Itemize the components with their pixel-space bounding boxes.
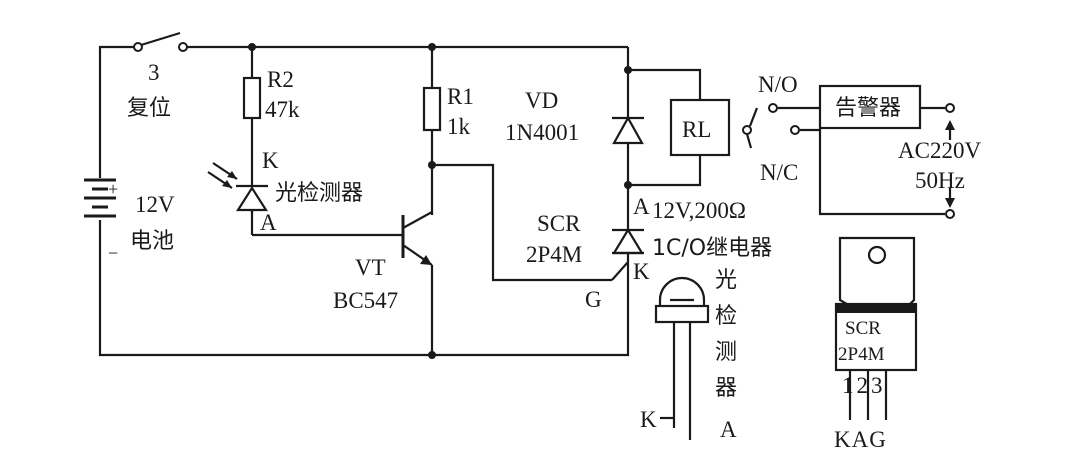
r1-name: R1 bbox=[447, 84, 474, 109]
ac-voltage: AC220V bbox=[898, 138, 981, 163]
reset-switch bbox=[133, 31, 188, 52]
scr-name: SCR bbox=[537, 211, 581, 236]
battery-voltage: 12V bbox=[135, 192, 175, 217]
diode-vd bbox=[612, 105, 644, 148]
relay-contacts bbox=[742, 103, 800, 149]
alarm-box bbox=[818, 84, 922, 130]
ac-frequency: 50Hz bbox=[915, 168, 965, 193]
relay-coil bbox=[669, 98, 731, 157]
alarm-label: 告警器 bbox=[835, 96, 901, 121]
junction-dots bbox=[248, 43, 632, 359]
main-wiring bbox=[98, 45, 945, 357]
r2-name: R2 bbox=[267, 67, 294, 92]
vt-name: VT bbox=[355, 255, 386, 280]
vt-type: BC547 bbox=[333, 288, 398, 313]
r2-value: 47k bbox=[265, 97, 300, 122]
pd-name: 光检测器 bbox=[275, 181, 363, 206]
pd-k-label: K bbox=[262, 148, 279, 173]
switch-number: 3 bbox=[148, 60, 160, 85]
vd-type: 1N4001 bbox=[505, 120, 579, 145]
pd2-k-label: K bbox=[640, 407, 657, 432]
r2-resistor bbox=[242, 76, 262, 120]
photodetector-package bbox=[654, 276, 710, 440]
pd2-char-1: 光 bbox=[715, 268, 737, 293]
pd-a-label: A bbox=[260, 210, 277, 235]
pkg-pin-numbers: 123 bbox=[842, 373, 886, 398]
switch-reset-label: 复位 bbox=[127, 96, 171, 121]
r1-value: 1k bbox=[447, 114, 471, 139]
pd2-char-2: 检 bbox=[715, 304, 737, 329]
transistor-vt bbox=[401, 211, 434, 270]
contact-nc-label: N/C bbox=[760, 160, 798, 185]
battery-plus: + bbox=[108, 179, 118, 199]
pkg-pin-names: KAG bbox=[834, 427, 887, 452]
scr-g-label: G bbox=[585, 287, 602, 312]
photodetector-diode bbox=[207, 162, 269, 214]
r1-resistor bbox=[422, 86, 442, 132]
contact-no-label: N/O bbox=[758, 72, 798, 97]
battery-symbol bbox=[84, 178, 116, 218]
pd2-char-4: 器 bbox=[715, 376, 737, 401]
relay-coil-label: RL bbox=[682, 117, 711, 142]
vd-name: VD bbox=[525, 88, 558, 113]
scr-type: 2P4M bbox=[526, 242, 582, 267]
scr-k-label: K bbox=[633, 259, 650, 284]
scr-symbol bbox=[611, 227, 644, 281]
scr-a-label: A bbox=[633, 194, 650, 219]
pkg-type-label: 2P4M bbox=[838, 344, 885, 365]
relay-spec: 12V,200Ω bbox=[652, 198, 746, 223]
ac-terminals bbox=[945, 103, 955, 219]
pkg-scr-label: SCR bbox=[845, 318, 881, 339]
pd2-a-label: A bbox=[720, 417, 737, 442]
battery-minus: − bbox=[108, 243, 118, 263]
battery-label: 电池 bbox=[130, 229, 174, 254]
scr-package bbox=[834, 236, 918, 420]
relay-type: 1C/O继电器 bbox=[652, 236, 772, 261]
pd2-char-3: 测 bbox=[715, 340, 737, 365]
